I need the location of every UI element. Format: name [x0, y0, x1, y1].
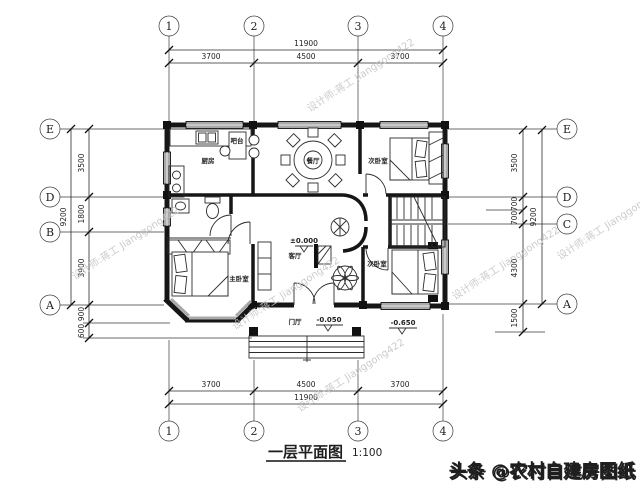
window-kitchen-left: [163, 151, 171, 185]
grid-row-B-left: B: [46, 226, 54, 239]
grid-row-E-left: E: [46, 123, 54, 136]
grid-col-3-bottom: 3: [355, 425, 362, 438]
dim-right-1500: 1500: [510, 308, 519, 327]
bedroom-se-bed: [391, 242, 439, 302]
dim-right-total: 9200: [529, 207, 538, 226]
window-bedroom-ne-top: [379, 121, 429, 129]
master-bedroom-door: [227, 221, 251, 245]
porch-steps: [248, 335, 365, 362]
bay-window-glazing: [169, 297, 253, 320]
watermark-brand: 头条 @农村自建房图纸: [450, 462, 636, 484]
sofa: [257, 241, 272, 291]
dim-left-total: 9200: [59, 207, 68, 226]
grid-bubbles: 1 2 3 4 1 2 3 4 E D B A E D C A: [39, 15, 578, 442]
grid-row-A-right: A: [562, 298, 572, 311]
level-outdoor: -0.650: [389, 319, 417, 335]
drawing-title: 一层平面图: [268, 443, 343, 461]
grid-col-3-top: 3: [355, 20, 362, 33]
window-bedroom-ne-right: [441, 143, 449, 179]
title-block: 一层平面图 1:100: [266, 443, 382, 462]
grid-col-1-bottom: 1: [166, 425, 173, 438]
grid-col-2-top: 2: [251, 20, 258, 33]
windows: [163, 121, 449, 320]
dimension-lines: [66, 45, 547, 409]
watermark-designer-1: 设计师:蒋工 Jianggong422: [305, 35, 417, 114]
dim-right-700b: 700: [510, 211, 519, 226]
entrance-double-door: [293, 282, 335, 305]
stove: [168, 165, 185, 198]
bathroom-sink: [171, 198, 190, 214]
label-living: 客厅: [288, 251, 303, 260]
dim-top-seg3: 3700: [390, 52, 409, 61]
bar-counter: [219, 131, 260, 160]
dim-left-1800: 1800: [77, 204, 86, 223]
dim-right-4300: 4300: [510, 258, 519, 277]
dim-bot-seg1: 3700: [201, 380, 220, 389]
plant: [330, 217, 350, 237]
furniture: [167, 127, 446, 362]
master-bed: [171, 251, 229, 297]
grid-row-D-right: D: [563, 191, 572, 204]
label-bedroom-ne: 次卧室: [368, 156, 388, 165]
window-bath-left: [163, 207, 171, 227]
dim-top-seg2: 4500: [296, 52, 315, 61]
label-bedroom-se: 次卧室: [367, 259, 387, 268]
bedroom-ne-door: [365, 173, 387, 195]
dining-table: [280, 127, 346, 193]
brand-watermark: 头条 @农村自建房图纸 头条 @农村自建房图纸: [449, 460, 637, 484]
level-foyer: -0.050: [316, 316, 343, 332]
grid-row-A-left: A: [45, 299, 55, 312]
watermark-brand-highlight: 头条 @农村自建房图纸: [449, 460, 635, 482]
dimension-texts: 11900 3700 4500 3700 3700 4500 3700 1190…: [59, 39, 538, 402]
window-kitchen-top: [185, 121, 244, 129]
grid-col-4-top: 4: [440, 20, 447, 33]
dim-right-700a: 700: [510, 197, 519, 212]
grid-col-4-bottom: 4: [440, 425, 447, 438]
level-outdoor-text: -0.650: [390, 319, 415, 327]
label-foyer: 门厅: [289, 317, 303, 326]
dim-bot-total: 11900: [294, 393, 318, 402]
grid-row-D-left: D: [46, 191, 55, 204]
dim-left-900: 900: [77, 307, 86, 322]
grid-row-E-right: E: [563, 123, 571, 136]
dim-left-3500: 3500: [77, 153, 86, 172]
dim-top-total: 11900: [294, 39, 318, 48]
watermark-designer-4: 设计师:蒋工 Jianggong422: [450, 223, 562, 302]
window-bedroom-se-bottom: [380, 302, 431, 310]
label-dining: 餐厅: [306, 156, 321, 165]
bedroom-ne-wardrobe: [428, 131, 444, 185]
label-bar: 吧台: [231, 136, 245, 145]
tv-cabinet: [314, 244, 332, 268]
level-markers: ±0.000 -0.050 -0.650: [290, 237, 417, 335]
level-main: ±0.000: [290, 237, 318, 253]
level-foyer-text: -0.050: [316, 316, 341, 324]
grid-col-2-bottom: 2: [251, 425, 258, 438]
dim-bot-seg2: 4500: [296, 380, 315, 389]
level-main-text: ±0.000: [290, 237, 318, 245]
dim-bot-seg3: 3700: [390, 380, 409, 389]
window-dining-top: [277, 121, 342, 129]
stairs: [389, 196, 446, 248]
grid-lines: [60, 36, 557, 421]
toilet: [204, 196, 221, 219]
dim-right-3500: 3500: [510, 153, 519, 172]
label-kitchen: 厨房: [202, 156, 216, 165]
grid-col-1-top: 1: [166, 20, 173, 33]
dim-left-600: 600: [77, 324, 86, 339]
bedroom-se-door: [365, 247, 389, 271]
label-master-bedroom: 主卧室: [229, 274, 249, 283]
room-labels: 厨房 吧台 餐厅 次卧室 次卧室 主卧室 客厅 门厅: [202, 136, 389, 326]
bedroom-ne-bed: [389, 137, 430, 181]
doors: [209, 173, 389, 305]
ceiling-fan: [331, 265, 359, 291]
dim-top-seg1: 3700: [201, 52, 220, 61]
grid-row-C-right: C: [563, 218, 571, 231]
dim-left-3900: 3900: [77, 258, 86, 277]
drawing-scale: 1:100: [352, 447, 382, 459]
